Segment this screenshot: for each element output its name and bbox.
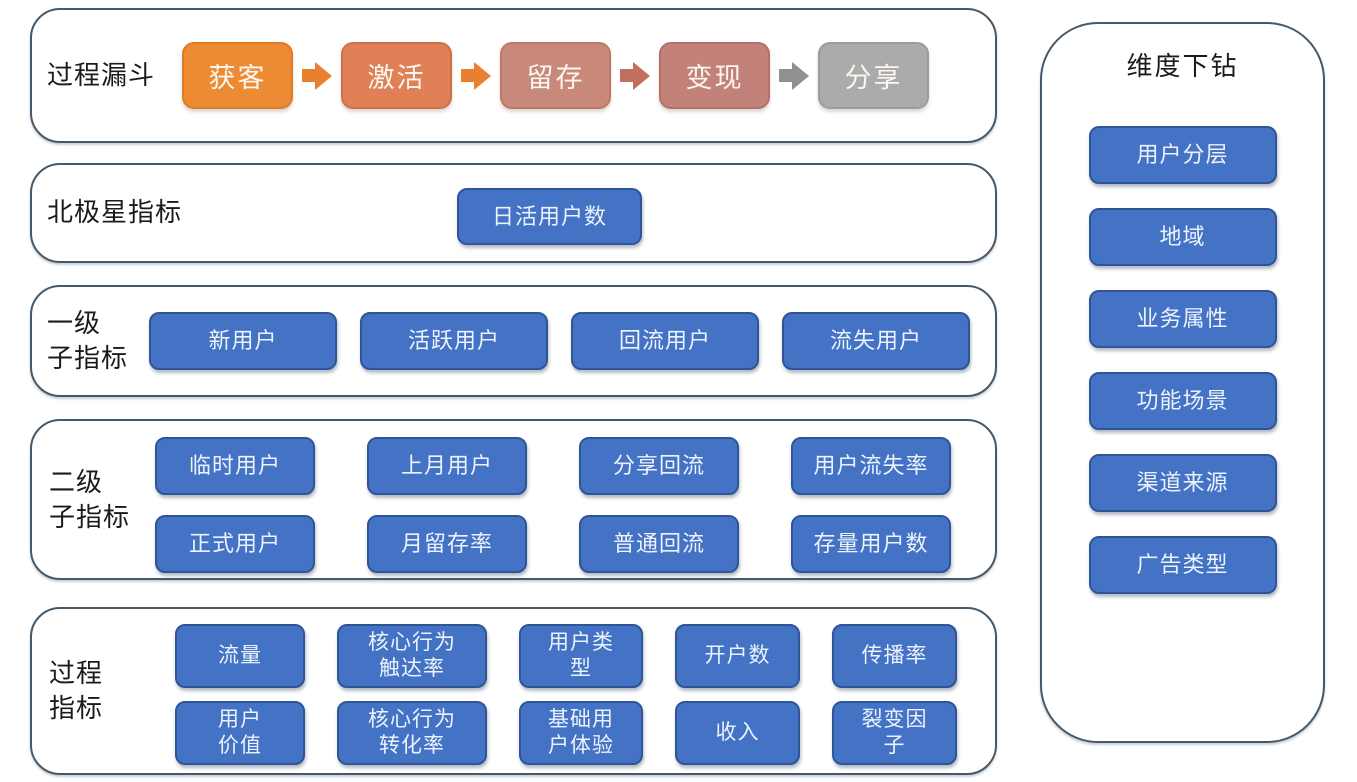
- drilldown-list: 用户分层 地域 业务属性 功能场景 渠道来源 广告类型: [1088, 126, 1277, 594]
- funnel-stage-acquisition: 获客: [182, 42, 293, 109]
- level2-section-label: 二级 子指标: [49, 466, 131, 532]
- level2-metric-box: 正式用户: [155, 515, 315, 573]
- arrow-right-icon: [302, 61, 332, 90]
- level2-metric-box: 临时用户: [155, 437, 315, 495]
- level2-metric-box: 分享回流: [579, 437, 739, 495]
- arrow-right-icon: [779, 61, 809, 90]
- process-metric-box: 收入: [675, 701, 800, 765]
- level2-metric-box: 上月用户: [367, 437, 527, 495]
- drilldown-item-box: 地域: [1088, 208, 1277, 266]
- process-metric-grid: 流量 核心行为 触达率 用户类 型 开户数 传播率 用户 价值 核心行为 转化率…: [175, 624, 957, 765]
- process-metric-box: 传播率: [832, 624, 957, 688]
- funnel-stage-activation: 激活: [341, 42, 452, 109]
- level1-metric-box: 流失用户: [782, 312, 970, 370]
- drilldown-item-box: 渠道来源: [1088, 454, 1277, 512]
- level1-metric-box: 新用户: [149, 312, 337, 370]
- north-star-metric-box: 日活用户数: [457, 188, 642, 245]
- funnel-stage-monetization: 变现: [659, 42, 770, 109]
- level1-metric-box: 回流用户: [571, 312, 759, 370]
- level2-metric-box: 存量用户数: [791, 515, 951, 573]
- process-metric-box: 核心行为 触达率: [337, 624, 487, 688]
- drilldown-item-box: 广告类型: [1088, 536, 1277, 594]
- level2-metric-box: 用户流失率: [791, 437, 951, 495]
- level2-metric-box: 普通回流: [579, 515, 739, 573]
- drilldown-item-box: 业务属性: [1088, 290, 1277, 348]
- funnel-stages: 获客 激活 留存 变现 分享: [182, 42, 929, 109]
- level1-metrics-section: 一级 子指标 新用户 活跃用户 回流用户 流失用户: [30, 285, 997, 397]
- arrow-right-icon: [620, 61, 650, 90]
- north-star-section: 北极星指标 日活用户数: [30, 163, 997, 263]
- level2-metrics-section: 二级 子指标 临时用户 上月用户 分享回流 用户流失率 正式用户 月留存率 普通…: [30, 419, 997, 580]
- level2-metric-box: 月留存率: [367, 515, 527, 573]
- level1-metric-box: 活跃用户: [360, 312, 548, 370]
- funnel-stage-share: 分享: [818, 42, 929, 109]
- arrow-right-icon: [461, 61, 491, 90]
- process-metric-box: 用户 价值: [175, 701, 305, 765]
- level1-metric-row: 新用户 活跃用户 回流用户 流失用户: [149, 312, 970, 370]
- process-metric-box: 用户类 型: [519, 624, 643, 688]
- funnel-section: 过程漏斗 获客 激活 留存 变现 分享: [30, 8, 997, 143]
- drilldown-item-box: 功能场景: [1088, 372, 1277, 430]
- process-metric-box: 基础用 户体验: [519, 701, 643, 765]
- process-metric-box: 裂变因 子: [832, 701, 957, 765]
- process-section-label: 过程 指标: [49, 657, 104, 723]
- drilldown-section-title: 维度下钻: [1126, 51, 1239, 81]
- funnel-stage-retention: 留存: [500, 42, 611, 109]
- process-metrics-section: 过程 指标 流量 核心行为 触达率 用户类 型 开户数 传播率 用户 价值 核心…: [30, 607, 997, 775]
- drilldown-section: 维度下钻 用户分层 地域 业务属性 功能场景 渠道来源 广告类型: [1040, 22, 1325, 743]
- process-metric-box: 流量: [175, 624, 305, 688]
- process-metric-box: 开户数: [675, 624, 800, 688]
- level2-metric-grid: 临时用户 上月用户 分享回流 用户流失率 正式用户 月留存率 普通回流 存量用户…: [155, 437, 951, 573]
- funnel-section-label: 过程漏斗: [47, 59, 156, 90]
- drilldown-item-box: 用户分层: [1088, 126, 1277, 184]
- north-star-section-label: 北极星指标: [47, 197, 183, 228]
- process-metric-box: 核心行为 转化率: [337, 701, 487, 765]
- level1-section-label: 一级 子指标: [47, 307, 129, 373]
